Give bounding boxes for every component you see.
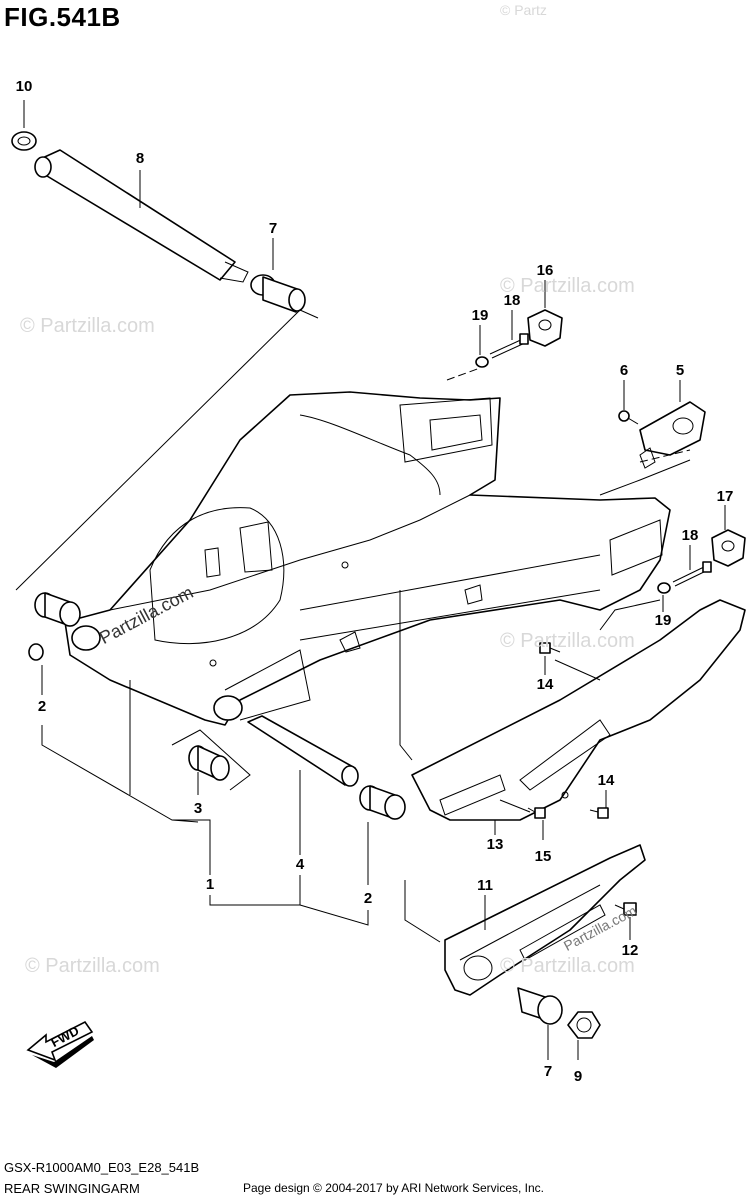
callout-3[interactable]: 3 [193,800,203,817]
credit-text: Page design © 2004-2017 by ARI Network S… [243,1181,545,1195]
callout-14[interactable]: 14 [597,772,615,789]
part-12-bolt [614,902,637,916]
part-3-bearing [188,745,230,781]
part-14-bolt-upper [539,642,561,654]
callout-2[interactable]: 2 [363,890,373,907]
part-19-nut-upper [475,356,489,368]
callout-10[interactable]: 10 [15,78,33,95]
callout-13[interactable]: 13 [486,836,504,853]
part-8-pivot-shaft [34,149,249,283]
part-13-chain-cover [411,599,746,821]
part-5-plate [639,401,706,469]
callout-18[interactable]: 18 [681,527,699,544]
section-name: REAR SWINGINGARM [4,1181,140,1196]
callout-19[interactable]: 19 [471,307,489,324]
watermark: © Partzilla.com [500,275,635,297]
part-15-bolt [527,807,546,819]
part-18-bolt-upper [489,333,529,359]
callout-15[interactable]: 15 [534,848,552,865]
model-code: GSX-R1000AM0_E03_E28_541B [4,1160,200,1175]
callout-18[interactable]: 18 [503,292,521,309]
callout-14[interactable]: 14 [536,676,554,693]
part-16-adjuster-block [527,309,563,347]
callout-4[interactable]: 4 [295,856,305,873]
part-1-swingarm [64,391,671,726]
part-7-collar-lower [517,987,563,1025]
fwd-arrow-icon [26,1020,94,1068]
part-9-nut [567,1011,601,1039]
part-19-nut-lower [657,582,671,594]
leader-lines [15,100,726,1060]
part-4-spacer [247,715,359,787]
figure-title: FIG.541B [4,2,121,32]
callout-5[interactable]: 5 [675,362,685,379]
part-11-chain-buffer [444,844,646,996]
watermark: © Partzilla.com [25,955,160,977]
part-17-adjuster-block [711,529,746,567]
watermark: © Partz [500,2,547,18]
callout-6[interactable]: 6 [619,362,629,379]
part-14-bolt-lower [589,807,609,819]
callout-8[interactable]: 8 [135,150,145,167]
watermark: © Partzilla.com [20,315,155,337]
callout-1[interactable]: 1 [205,876,215,893]
callout-9[interactable]: 9 [573,1068,583,1085]
watermark: © Partzilla.com [500,630,635,652]
watermark: © Partzilla.com [500,955,635,977]
callout-2[interactable]: 2 [37,698,47,715]
callout-7[interactable]: 7 [543,1063,553,1080]
part-7-collar-upper [250,274,306,313]
part-18-bolt-lower [672,561,712,587]
part-10-nut [11,131,37,151]
callout-11[interactable]: 11 [477,877,493,894]
callout-12[interactable]: 12 [621,942,639,959]
part-2-bearing-left [28,592,81,661]
callout-19[interactable]: 19 [654,612,672,629]
part-2-bearing-right [359,785,406,820]
callout-16[interactable]: 16 [536,262,554,279]
part-6-bolt [618,410,639,425]
callout-17[interactable]: 17 [716,488,734,505]
callout-7[interactable]: 7 [268,220,278,237]
